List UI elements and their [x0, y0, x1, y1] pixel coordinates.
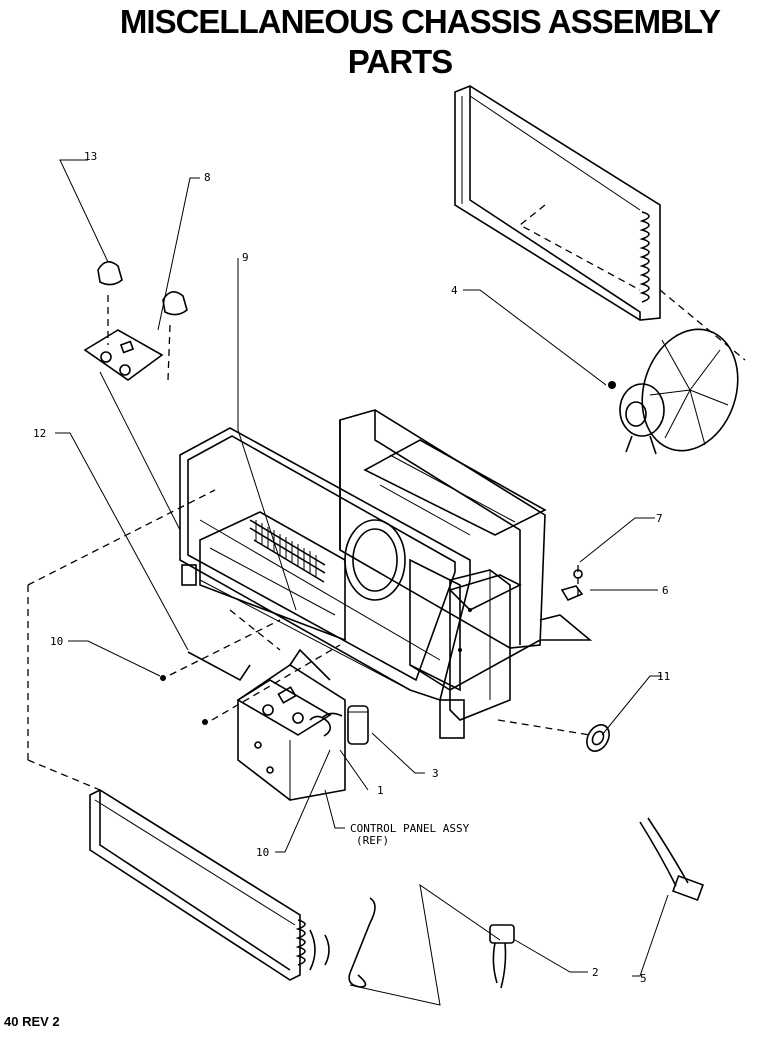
- callout-3: 3: [432, 767, 439, 780]
- callout-7: 7: [656, 512, 663, 525]
- bracket-screw: [560, 565, 584, 602]
- control-panel-assembly: [236, 648, 346, 801]
- callout-10-upper: 10: [50, 635, 63, 648]
- control-knobs: [83, 261, 188, 531]
- power-cord: [497, 719, 704, 901]
- thermostat-sensor: [489, 924, 515, 989]
- capacitor: [321, 705, 369, 745]
- callout-1: 1: [377, 784, 384, 797]
- condenser-coil: [454, 85, 746, 361]
- callout-4: 4: [451, 284, 458, 297]
- callout-12: 12: [33, 427, 46, 440]
- callout-10-lower: 10: [256, 846, 269, 859]
- callout-9: 9: [242, 251, 249, 264]
- control-panel-label: CONTROL PANEL ASSY: [350, 822, 470, 835]
- callout-leaders: [55, 159, 669, 977]
- callout-5: 5: [640, 972, 647, 985]
- callout-11: 11: [657, 670, 670, 683]
- callout-13: 13: [84, 150, 97, 163]
- chassis-base: [179, 409, 593, 739]
- diagram-title-line1: MISCELLANEOUS CHASSIS ASSEMBLY: [119, 3, 721, 40]
- callout-6: 6: [662, 584, 669, 597]
- bulkhead-panel: [449, 569, 511, 721]
- callout-labels: 13 8 9 4 7 6 11 12 10 1 3 CONTROL PANEL …: [33, 150, 670, 985]
- callout-8: 8: [204, 171, 211, 184]
- screws-and-guides: [27, 489, 341, 725]
- control-panel-ref: (REF): [356, 834, 389, 847]
- evaporator-coil: [27, 585, 501, 1006]
- diagram-title-line2: PARTS: [347, 43, 453, 80]
- fan-blade-motor: [608, 328, 739, 455]
- callout-2: 2: [592, 966, 599, 979]
- revision-footer: 40 REV 2: [4, 1014, 60, 1029]
- heater-element: [249, 519, 326, 583]
